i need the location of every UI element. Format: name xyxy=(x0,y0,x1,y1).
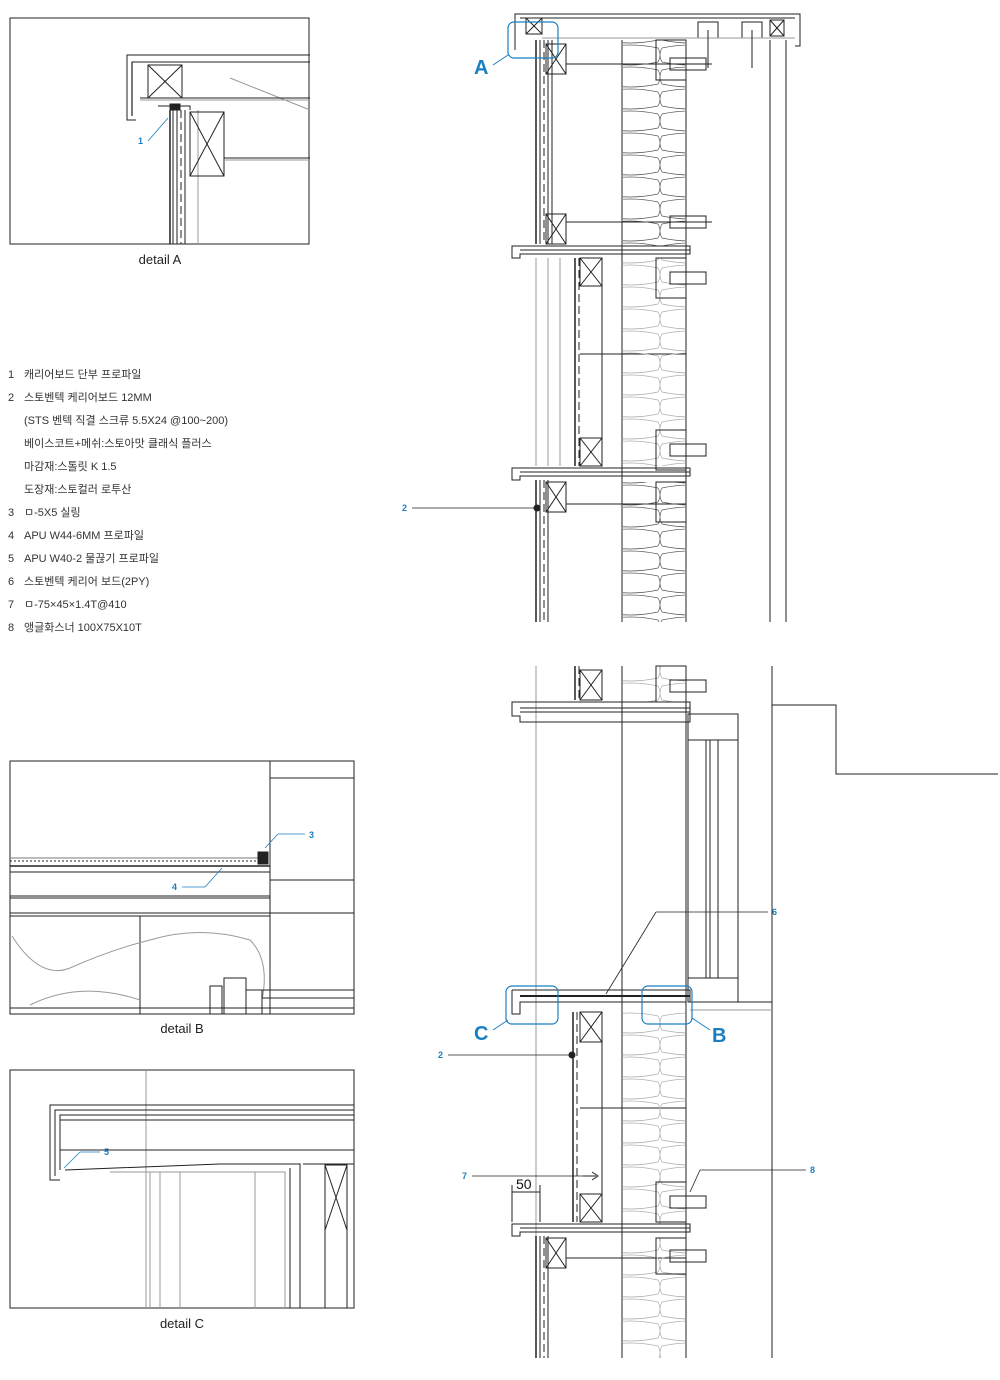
detail-b-callout-4: 4 xyxy=(172,882,177,892)
detail-c-callout-5: 5 xyxy=(104,1147,109,1157)
detail-a-label: detail A xyxy=(138,252,182,267)
main-callout-7: 7 xyxy=(462,1171,467,1181)
legend-item: 베이스코트+메쉬:스토아맛 클래식 플러스 xyxy=(24,438,212,450)
main-callout-2-top: 2 xyxy=(402,503,407,513)
legend-item: 마감재:스톨릿 K 1.5 xyxy=(24,461,117,473)
detail-a-leader-1: 1 xyxy=(138,117,169,146)
main-leaders-lower xyxy=(448,911,806,1193)
detail-c-leader-5 xyxy=(63,1151,100,1169)
legend-item: 도장재:스토컬러 로투산 xyxy=(24,484,132,496)
detail-b-leaders xyxy=(182,833,305,888)
detail-c-drawing xyxy=(9,1069,355,1309)
highlight-box-a xyxy=(507,21,559,59)
legend-item: (STS 벤텍 직결 스크류 5.5X24 @100~200) xyxy=(24,415,228,427)
detail-b-callout-3: 3 xyxy=(309,830,314,840)
main-section-upper xyxy=(511,13,801,622)
main-callout-8: 8 xyxy=(810,1165,815,1175)
detail-b-label: detail B xyxy=(160,1021,204,1036)
main-callout-6: 6 xyxy=(772,907,777,917)
section-letter-a: A xyxy=(474,57,488,79)
detail-b-drawing xyxy=(9,760,355,1015)
dimension-label: 50 xyxy=(516,1176,532,1192)
main-callout-2-bottom: 2 xyxy=(438,1050,443,1060)
highlight-box-c xyxy=(505,985,559,1025)
detail-a-drawing xyxy=(9,17,311,245)
section-letter-c: C xyxy=(474,1023,488,1045)
detail-a-callout-1: 1 xyxy=(138,136,143,146)
detail-c-label: detail C xyxy=(159,1316,205,1331)
section-letter-b: B xyxy=(712,1025,726,1047)
highlight-box-b xyxy=(641,985,693,1025)
main-section-lower xyxy=(511,665,998,1358)
